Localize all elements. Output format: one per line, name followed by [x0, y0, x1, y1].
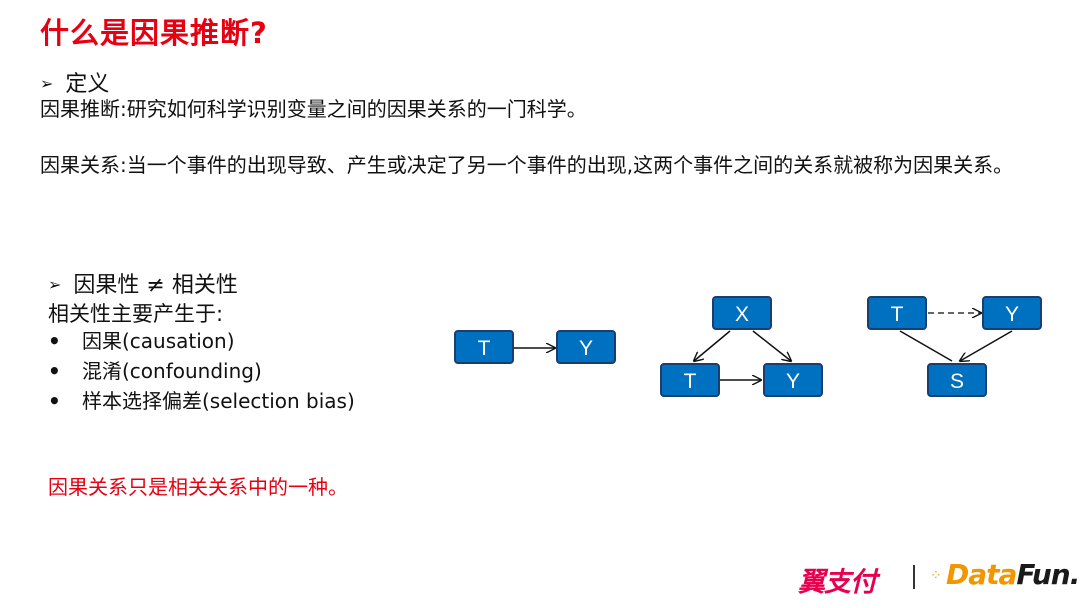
- list-item-label: 因果(causation): [82, 329, 235, 353]
- list-item: • 混淆(confounding): [48, 356, 355, 386]
- correlation-source-list: • 因果(causation) • 混淆(confounding) • 样本选择偏差(…: [48, 326, 355, 416]
- node-t: T: [660, 363, 720, 397]
- page-title: 什么是因果推断?: [40, 16, 268, 50]
- node-t: T: [454, 330, 514, 364]
- datafun-dots-icon: ⁘: [930, 568, 942, 584]
- definition-line-1: 因果推断:研究如何科学识别变量之间的因果关系的一门科学。: [40, 97, 587, 121]
- bullet-dot-icon: •: [48, 389, 61, 413]
- edge-t-to-s: [899, 330, 953, 362]
- causation-note: 因果关系只是相关关系中的一种。: [48, 475, 348, 499]
- node-x: X: [712, 296, 772, 330]
- datafun-logo-data: Data: [946, 558, 1017, 591]
- datafun-logo-fun: Fun.: [1016, 558, 1080, 591]
- node-t: T: [867, 296, 927, 330]
- node-y: Y: [982, 296, 1042, 330]
- edge-x-to-y: [752, 330, 791, 361]
- logo-separator: [913, 565, 915, 589]
- arrow-bullet-icon: ➢: [40, 74, 54, 93]
- yizhifu-logo: 翼支付: [798, 567, 877, 598]
- list-item: • 样本选择偏差(selection bias): [48, 386, 355, 416]
- node-y: Y: [556, 330, 616, 364]
- definition-heading-text: 定义: [65, 72, 110, 97]
- bullet-dot-icon: •: [48, 359, 61, 383]
- edge-y-to-s: [960, 330, 1013, 361]
- list-item: • 因果(causation): [48, 326, 355, 356]
- node-y: Y: [763, 363, 823, 397]
- node-s: S: [927, 363, 987, 397]
- definition-line-2: 因果关系:当一个事件的出现导致、产生或决定了另一个事件的出现,这两个事件之间的关…: [40, 153, 1014, 177]
- bullet-dot-icon: •: [48, 329, 61, 353]
- arrow-bullet-icon: ➢: [48, 275, 62, 294]
- correlation-heading-text: 因果性 ≠ 相关性: [73, 273, 238, 298]
- datafun-logo: DataFun.: [946, 558, 1080, 591]
- correlation-heading: ➢ 因果性 ≠ 相关性: [48, 267, 238, 299]
- edge-x-to-t: [694, 330, 731, 361]
- definition-heading: ➢ 定义: [40, 66, 109, 98]
- list-item-label: 混淆(confounding): [82, 359, 262, 383]
- list-item-label: 样本选择偏差(selection bias): [82, 389, 355, 413]
- correlation-intro: 相关性主要产生于:: [48, 302, 224, 326]
